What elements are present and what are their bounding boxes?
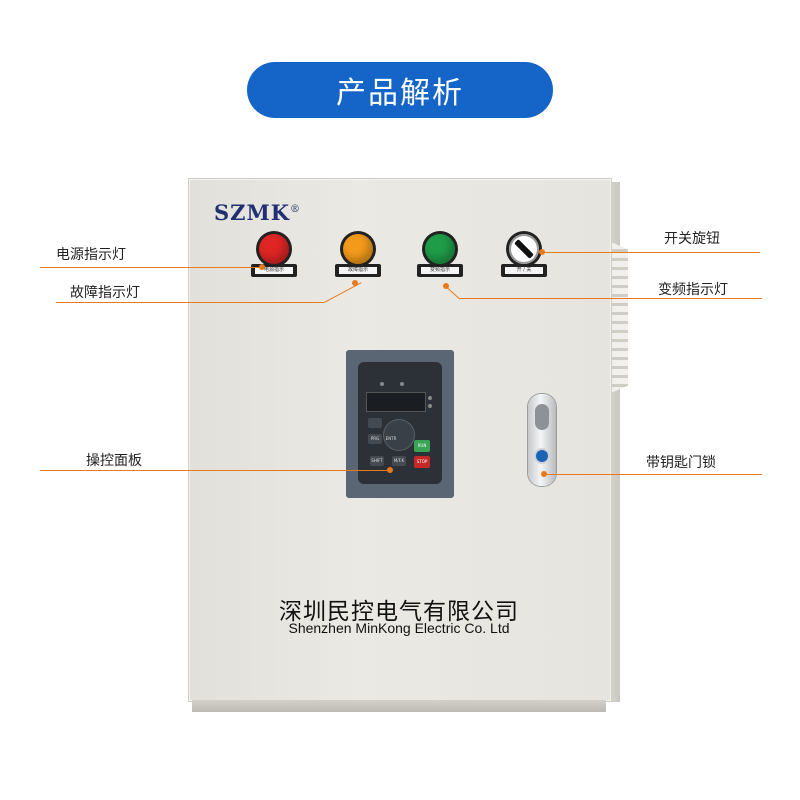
callout-line <box>542 252 760 253</box>
panel-led <box>400 382 404 386</box>
prg-button[interactable]: PRG <box>368 434 382 444</box>
cabinet-base <box>192 700 606 712</box>
panel-led <box>428 404 432 408</box>
callout-vfd-lamp: 变频指示灯 <box>658 282 728 298</box>
lamp-plate: 变频指示 <box>417 264 463 277</box>
stop-button[interactable]: STOP <box>414 456 430 468</box>
panel-led <box>380 382 384 386</box>
callout-switch-knob: 开关旋钮 <box>664 231 720 247</box>
callout-power-lamp: 电源指示灯 <box>56 247 126 263</box>
panel-button-blank[interactable] <box>368 418 382 428</box>
keyhole-icon <box>536 450 548 462</box>
panel-dial[interactable] <box>384 420 414 450</box>
callout-dot <box>352 280 358 286</box>
vfd-indicator-lamp: 变频指示 <box>417 234 463 278</box>
callout-key-lock: 带钥匙门锁 <box>646 455 716 471</box>
page-title: 产品解析 <box>336 76 464 111</box>
panel-led <box>428 396 432 400</box>
registered-mark: ® <box>290 204 301 215</box>
callout-dot <box>539 249 545 255</box>
brand-logo: SZMK® <box>214 200 301 225</box>
fault-indicator-lamp: 故障指示 <box>335 234 381 278</box>
callout-line <box>56 302 324 303</box>
brand-text: SZMK <box>214 200 290 225</box>
power-plate-label: 电源指示 <box>255 267 293 274</box>
red-lamp-icon <box>259 234 289 264</box>
callout-line <box>40 470 390 471</box>
fault-plate-label: 故障指示 <box>339 267 377 274</box>
run-button[interactable]: RUN <box>414 440 430 452</box>
lock-handle-recess <box>535 404 549 430</box>
callout-dot <box>541 471 547 477</box>
company-name-en: Shenzhen MinKong Electric Co. Ltd <box>288 620 510 636</box>
green-lamp-icon <box>425 234 455 264</box>
vfd-plate-label: 变频指示 <box>421 267 459 274</box>
callout-dot <box>387 467 393 473</box>
callout-line <box>40 267 262 268</box>
switch-plate-label: 开 / 关 <box>505 267 543 274</box>
callout-operation-panel: 操控面板 <box>86 453 142 469</box>
callout-line <box>544 474 762 475</box>
mfk-button[interactable]: M/F.K <box>392 456 406 466</box>
callout-fault-lamp: 故障指示灯 <box>70 285 140 301</box>
company-name-cn: 深圳民控电气有限公司 <box>279 599 519 625</box>
panel-display <box>366 392 426 412</box>
callout-line <box>460 298 762 299</box>
shift-button[interactable]: SHIFT <box>370 456 384 466</box>
lamp-plate: 开 / 关 <box>501 264 547 277</box>
enter-button[interactable]: ENTR <box>385 436 397 441</box>
callout-dot <box>443 283 449 289</box>
callout-dot <box>259 264 265 270</box>
lamp-plate: 电源指示 <box>251 264 297 277</box>
switch-knob[interactable]: 开 / 关 <box>501 234 547 278</box>
lamp-plate: 故障指示 <box>335 264 381 277</box>
power-indicator-lamp: 电源指示 <box>251 234 297 278</box>
page-title-pill: 产品解析 <box>247 62 553 118</box>
cabinet-side <box>610 182 620 702</box>
orange-lamp-icon <box>343 234 373 264</box>
